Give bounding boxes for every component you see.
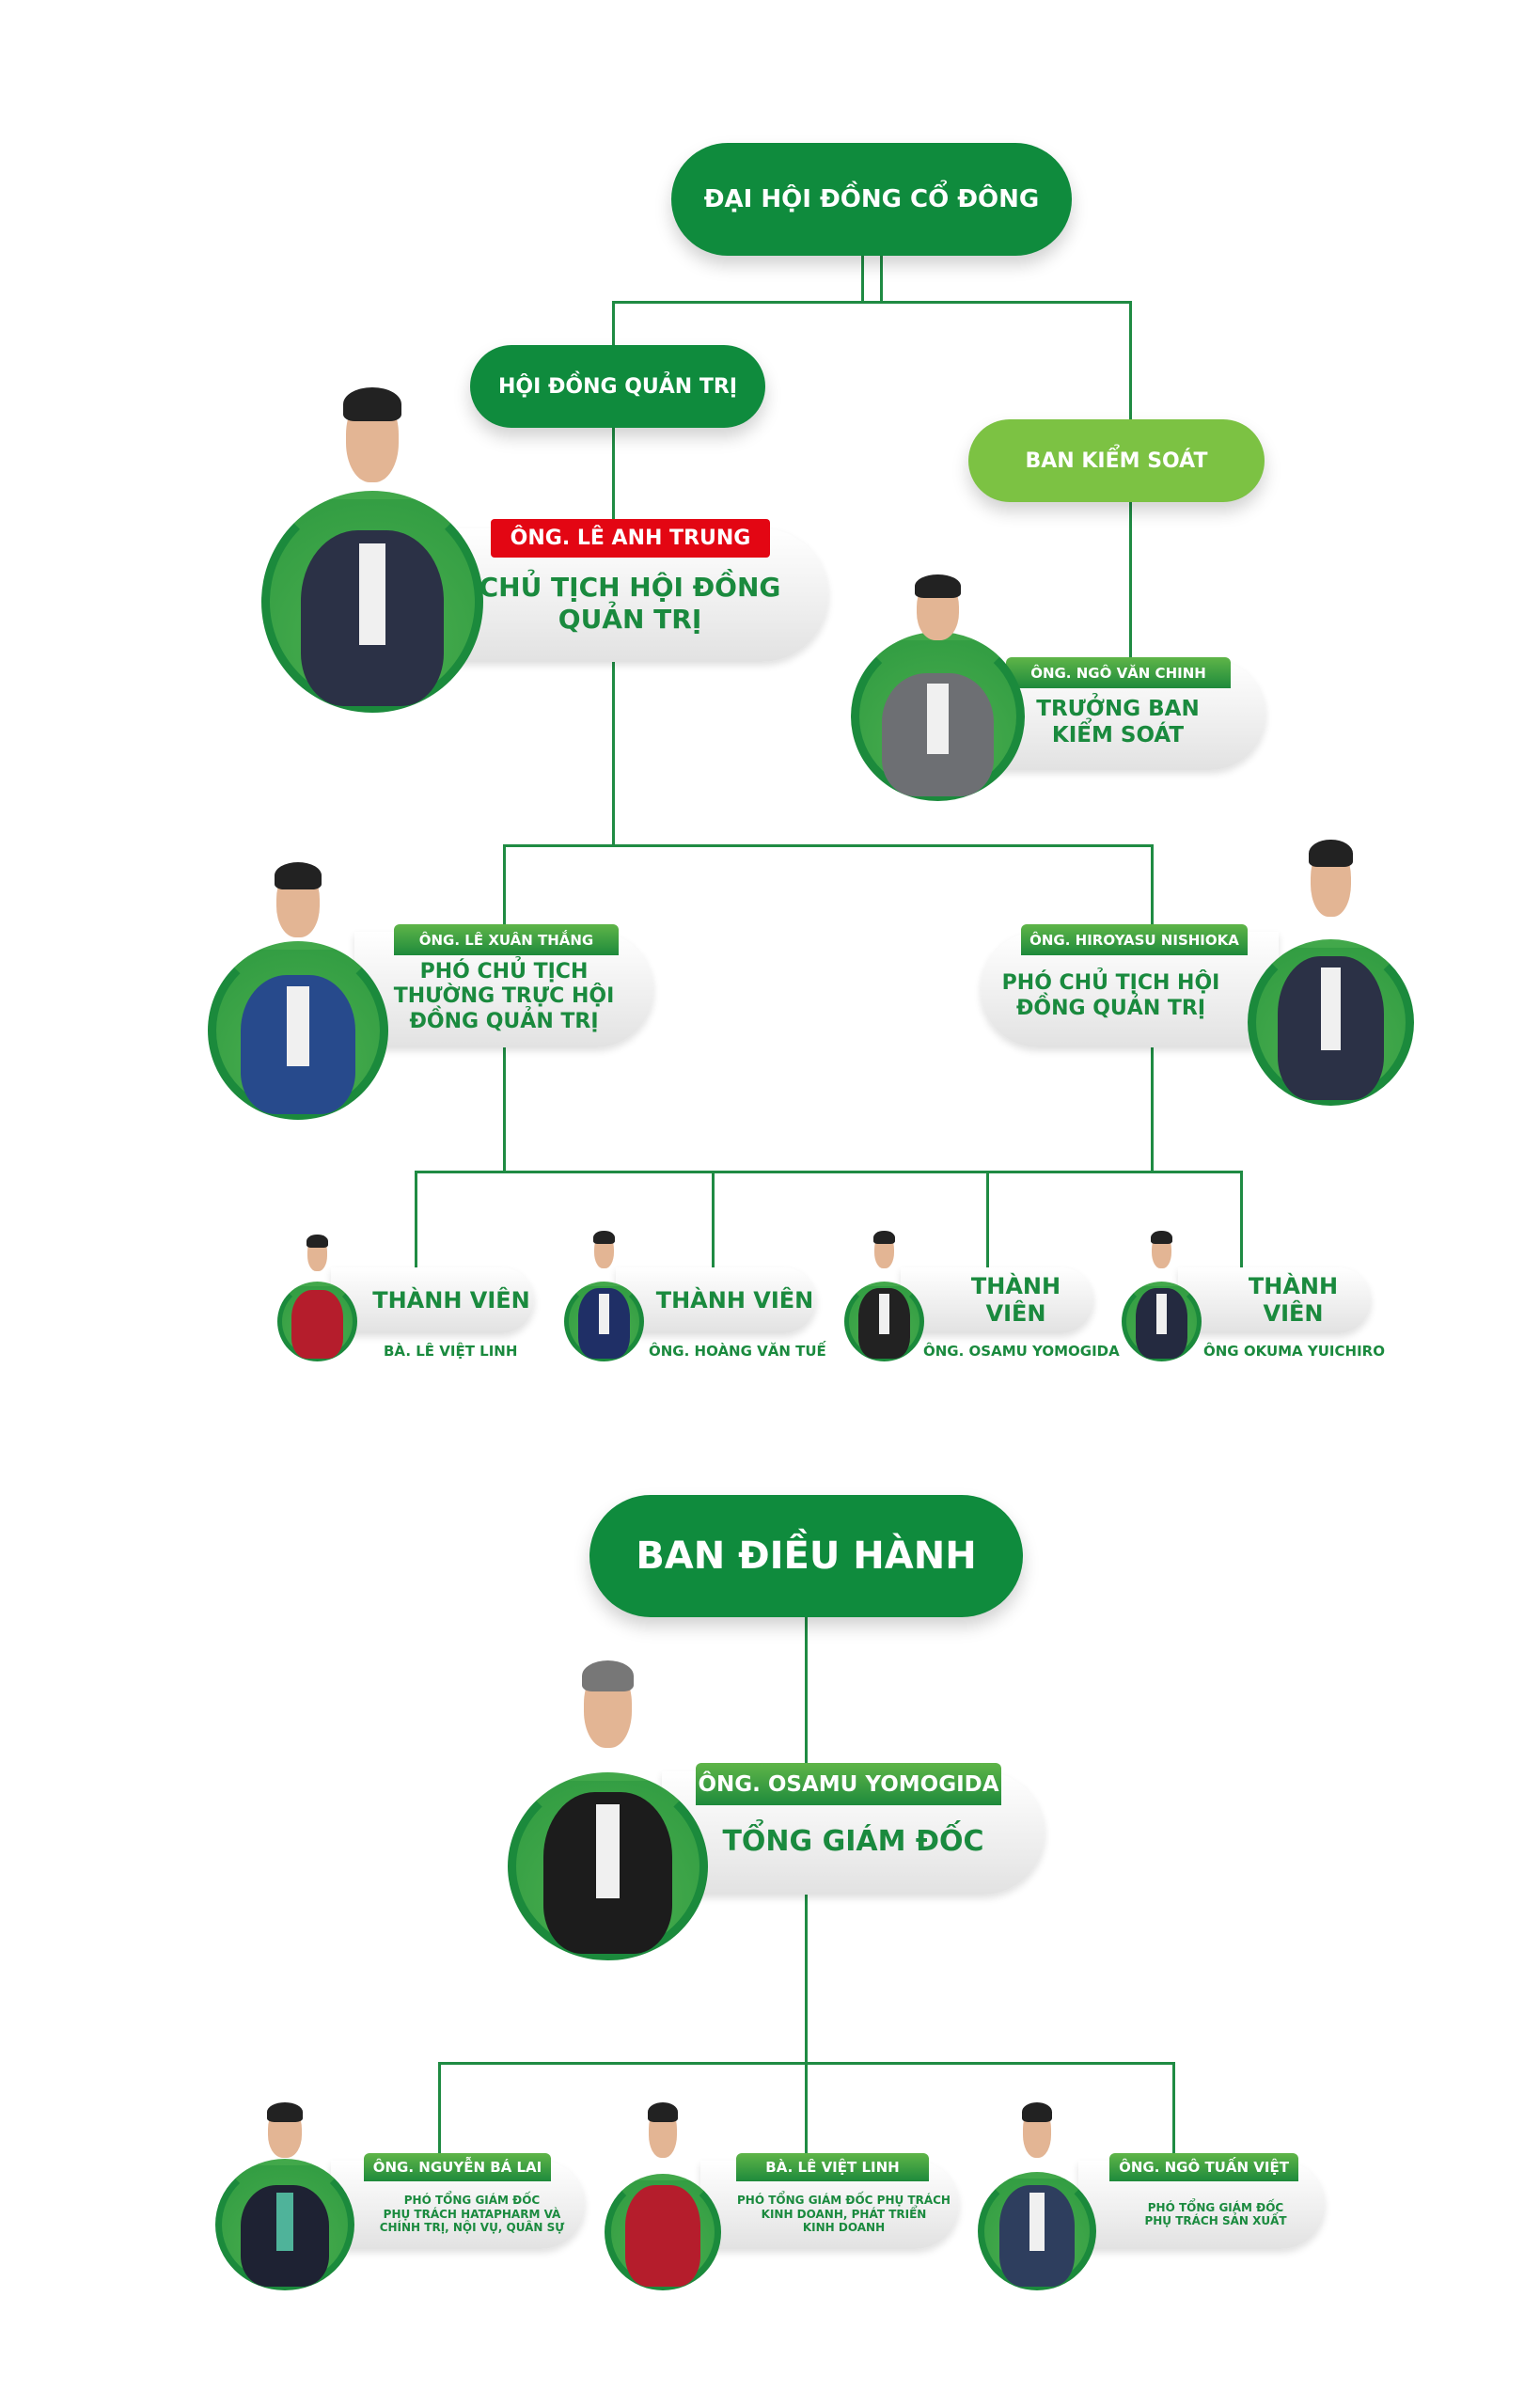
member-card: THÀNH VIÊN	[331, 1267, 534, 1333]
supervisor-head-photo	[851, 565, 1025, 801]
member-card: THÀNH VIÊN	[901, 1267, 1093, 1333]
connector	[438, 2062, 441, 2156]
board-node: HỘI ĐỒNG QUẢN TRỊ	[470, 345, 765, 428]
connector	[503, 844, 1153, 847]
connector	[612, 301, 615, 348]
vice-right-title: PHÓ CHỦ TỊCH HỘI	[1001, 971, 1220, 996]
vice-left-title: THƯỜNG TRỰC HỘI	[393, 984, 615, 1009]
connector	[1129, 502, 1132, 660]
deputy-role: KINH DOANH	[802, 2221, 886, 2235]
member-name: BÀ. LÊ VIỆT LINH	[384, 1343, 518, 1360]
member-photo	[1122, 1225, 1202, 1361]
member-photo	[564, 1225, 644, 1361]
member-photo	[844, 1225, 924, 1361]
chairman-title: QUẢN TRỊ	[558, 604, 702, 635]
member-title: THÀNH VIÊN	[970, 1273, 1061, 1327]
vice-left-title: PHÓ CHỦ TỊCH	[419, 959, 589, 983]
connector	[712, 1171, 715, 1268]
supervisor-head-title: KIỂM SOÁT	[1051, 723, 1185, 747]
connector	[503, 1047, 506, 1173]
chairman-photo	[261, 374, 483, 713]
connector	[1151, 1047, 1154, 1173]
deputy-role: KINH DOANH, PHÁT TRIỂN	[761, 2207, 927, 2221]
connector	[415, 1171, 417, 1268]
vice-right-name-label: ÔNG. HIROYASU NISHIOKA	[1021, 924, 1248, 955]
deputy-name-label: ÔNG. NGÔ TUẤN VIỆT	[1109, 2153, 1298, 2181]
member-title: THÀNH VIÊN	[372, 1286, 530, 1314]
deputy-role: PHỤ TRÁCH SẢN XUẤT	[1144, 2214, 1287, 2227]
member-name: ÔNG OKUMA YUICHIRO	[1203, 1343, 1385, 1360]
executive-board-node: BAN ĐIỀU HÀNH	[589, 1495, 1023, 1617]
connector	[438, 2062, 1174, 2065]
vice-left-photo	[208, 852, 388, 1120]
shareholders-meeting-node: ĐẠI HỘI ĐỒNG CỔ ĐÔNG	[671, 143, 1072, 256]
deputy-role: PHÓ TỔNG GIÁM ĐỐC	[403, 2194, 541, 2208]
deputy-role: PHÓ TỔNG GIÁM ĐỐC	[1147, 2200, 1284, 2214]
connector	[986, 1171, 989, 1268]
deputy-name-label: ÔNG. NGUYỄN BÁ LAI	[364, 2153, 551, 2181]
connector	[1172, 2062, 1175, 2156]
chairman-name-label: ÔNG. LÊ ANH TRUNG	[491, 519, 770, 558]
vice-left-name-label: ÔNG. LÊ XUÂN THẮNG	[394, 924, 619, 955]
connector	[861, 256, 864, 303]
vice-right-title: ĐỒNG QUẢN TRỊ	[1015, 996, 1206, 1020]
connector	[1129, 301, 1132, 421]
supervisor-head-title: TRƯỞNG BAN	[1036, 697, 1200, 722]
chairman-title: CHỦ TỊCH HỘI ĐỒNG	[479, 572, 781, 604]
supervisor-head-name-label: ÔNG. NGÔ VĂN CHINH	[1006, 657, 1231, 688]
member-card: THÀNH VIÊN	[1178, 1267, 1371, 1333]
deputy-photo	[605, 2095, 721, 2290]
ceo-photo	[508, 1648, 708, 1960]
connector	[503, 844, 506, 933]
vice-chairman-left-card: PHÓ CHỦ TỊCH THƯỜNG TRỰC HỘI ĐỒNG QUẢN T…	[354, 932, 653, 1047]
connector	[880, 256, 883, 303]
supervisory-board-node: BAN KIỂM SOÁT	[968, 419, 1265, 502]
vice-right-photo	[1248, 828, 1414, 1106]
member-title: THÀNH VIÊN	[1248, 1273, 1339, 1327]
connector	[1151, 844, 1154, 933]
connector	[415, 1171, 1243, 1173]
connector	[612, 301, 1132, 304]
member-title: THÀNH VIÊN	[655, 1286, 814, 1314]
ceo-name-label: ÔNG. OSAMU YOMOGIDA	[696, 1763, 1001, 1805]
deputy-role: CHÍNH TRỊ, NỘI VỤ, QUÂN SỰ	[379, 2221, 565, 2235]
vice-left-title: ĐỒNG QUẢN TRỊ	[409, 1009, 599, 1033]
deputy-role: PHÓ TỔNG GIÁM ĐỐC PHỤ TRÁCH	[737, 2194, 951, 2208]
member-name: ÔNG. HOÀNG VĂN TUẾ	[649, 1343, 826, 1360]
member-card: THÀNH VIÊN	[616, 1267, 816, 1333]
member-photo	[277, 1229, 357, 1361]
deputy-role: PHỤ TRÁCH HATAPHARM VÀ	[383, 2207, 561, 2221]
ceo-title: TỔNG GIÁM ĐỐC	[722, 1824, 984, 1858]
member-name: ÔNG. OSAMU YOMOGIDA	[923, 1343, 1120, 1360]
deputy-name-label: BÀ. LÊ VIỆT LINH	[736, 2153, 929, 2181]
connector	[1240, 1171, 1243, 1268]
deputy-photo	[978, 2095, 1096, 2290]
deputy-photo	[215, 2095, 354, 2290]
